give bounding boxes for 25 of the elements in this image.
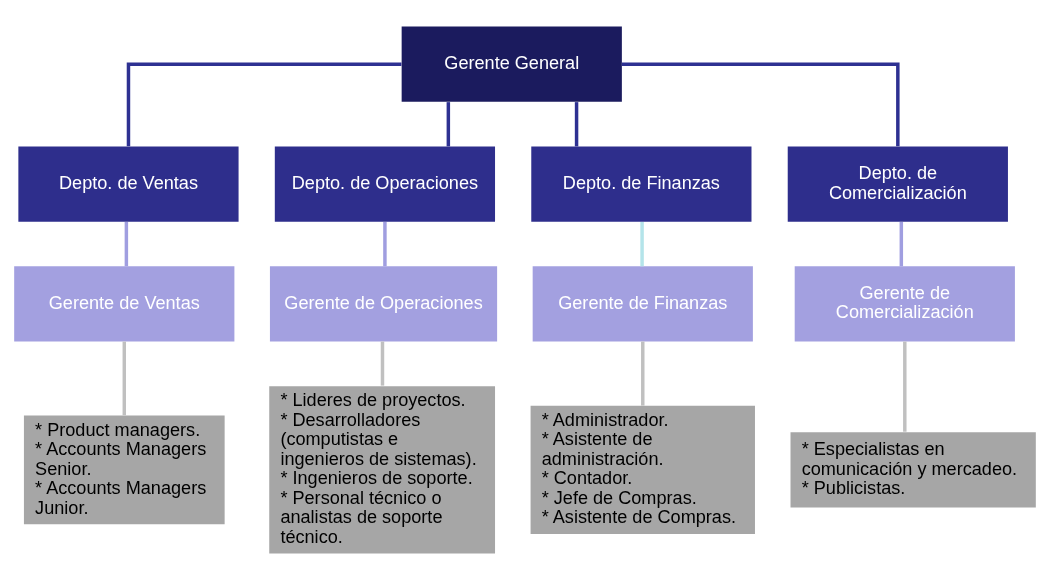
node-box: Gerente de Operaciones (269, 265, 498, 342)
connector (446, 101, 451, 146)
node-box: * Especialistas en comunicación y mercadeo. * Publicistas. (790, 431, 1036, 507)
connector (574, 101, 579, 146)
node-box: * Product managers. * Accounts Managers Senior. * Accounts Managers Junior. (23, 414, 225, 524)
connector (126, 61, 402, 146)
connector (122, 341, 127, 415)
node-box: Gerente de Finanzas (532, 265, 753, 342)
connector (621, 61, 900, 146)
connector (899, 221, 904, 266)
connector (124, 221, 129, 266)
connector (383, 221, 387, 266)
connector (903, 341, 907, 432)
connector (640, 221, 644, 266)
node-box: Depto. de Comercialización (787, 145, 1008, 222)
connector (641, 341, 645, 406)
node-box: Gerente General (401, 26, 622, 102)
node-box: Depto. de Ventas (18, 145, 239, 222)
node-box: * Administrador. * Asistente de administración. * Contador. * Jefe de Compras. * Asistente de Compras. (530, 405, 755, 534)
connector (380, 341, 385, 386)
node-box: Depto. de Finanzas (531, 145, 752, 222)
node-box: Depto. de Operaciones (274, 145, 496, 222)
node-box: * Lideres de proyectos. * Desarrolladores (computistas e ingenieros de sistemas). * Ingenieros de soporte. * Personal técnico o analistas de soporte técnico. (269, 385, 496, 553)
node-box: Gerente de Ventas (14, 265, 235, 342)
node-box: Gerente de Comercialización (794, 265, 1015, 342)
